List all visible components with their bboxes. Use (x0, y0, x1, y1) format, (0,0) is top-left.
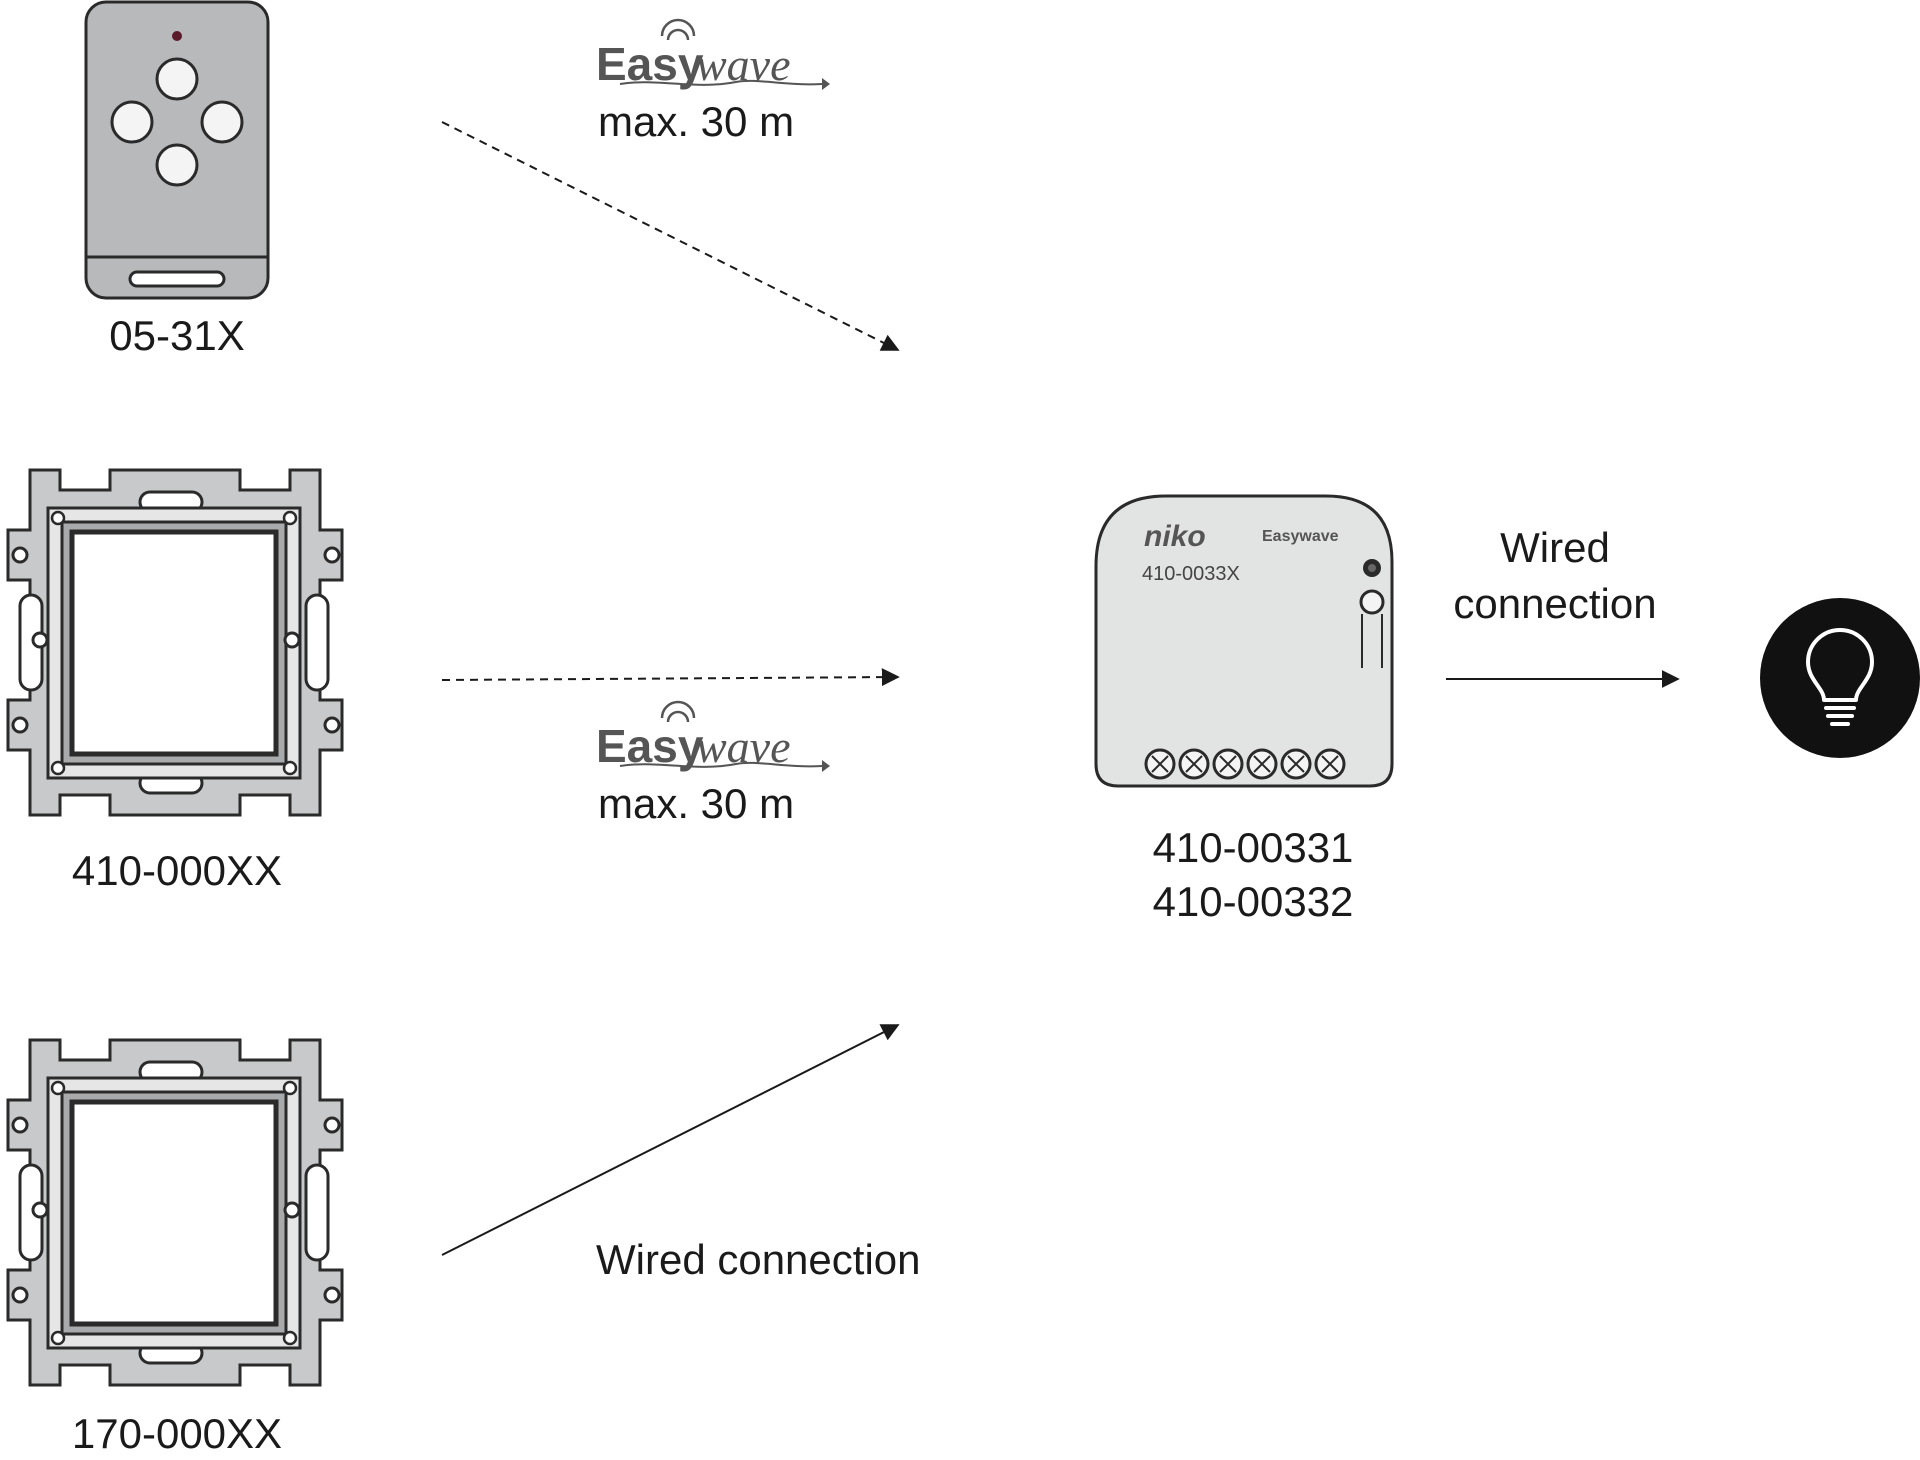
remote-code-label: 05-31X (109, 312, 244, 359)
receiver-brand-logo: niko (1144, 520, 1206, 553)
terminal-screws (1144, 748, 1346, 780)
light-bulb-icon (1760, 598, 1920, 758)
svg-text:Easy: Easy (596, 38, 704, 90)
wired-connection-label-output-line2: connection (1453, 580, 1656, 627)
wired-connection-label-output-line1: Wired (1500, 524, 1610, 571)
mechanism-410-code-label: 410-000XX (72, 847, 282, 894)
remote-control-icon (84, 0, 270, 300)
receiver-code-label-1: 410-00331 (1153, 824, 1354, 871)
receiver-module-icon: niko Easywave 410-0033X (1094, 494, 1394, 788)
mechanism-170-icon (8, 1040, 342, 1385)
range-label-top: max. 30 m (598, 98, 794, 145)
easywave-logo-middle: Easy wave (596, 700, 830, 772)
link-bottom-wired-arrow (441, 1024, 900, 1256)
mechanism-170-code-label: 170-000XX (72, 1410, 282, 1457)
wired-connection-label-bottom: Wired connection (596, 1236, 921, 1283)
svg-text:Easy: Easy (596, 720, 704, 772)
receiver-easywave-logo: Easywave (1262, 528, 1339, 545)
link-middle-dashed-arrow (441, 668, 900, 687)
receiver-model-print: 410-0033X (1142, 563, 1240, 585)
easywave-logo-top: Easy wave (596, 18, 830, 90)
link-top-dashed-arrow (441, 121, 900, 351)
receiver-code-label-2: 410-00332 (1153, 878, 1354, 925)
range-label-middle: max. 30 m (598, 780, 794, 827)
mechanism-410-icon (8, 470, 342, 815)
